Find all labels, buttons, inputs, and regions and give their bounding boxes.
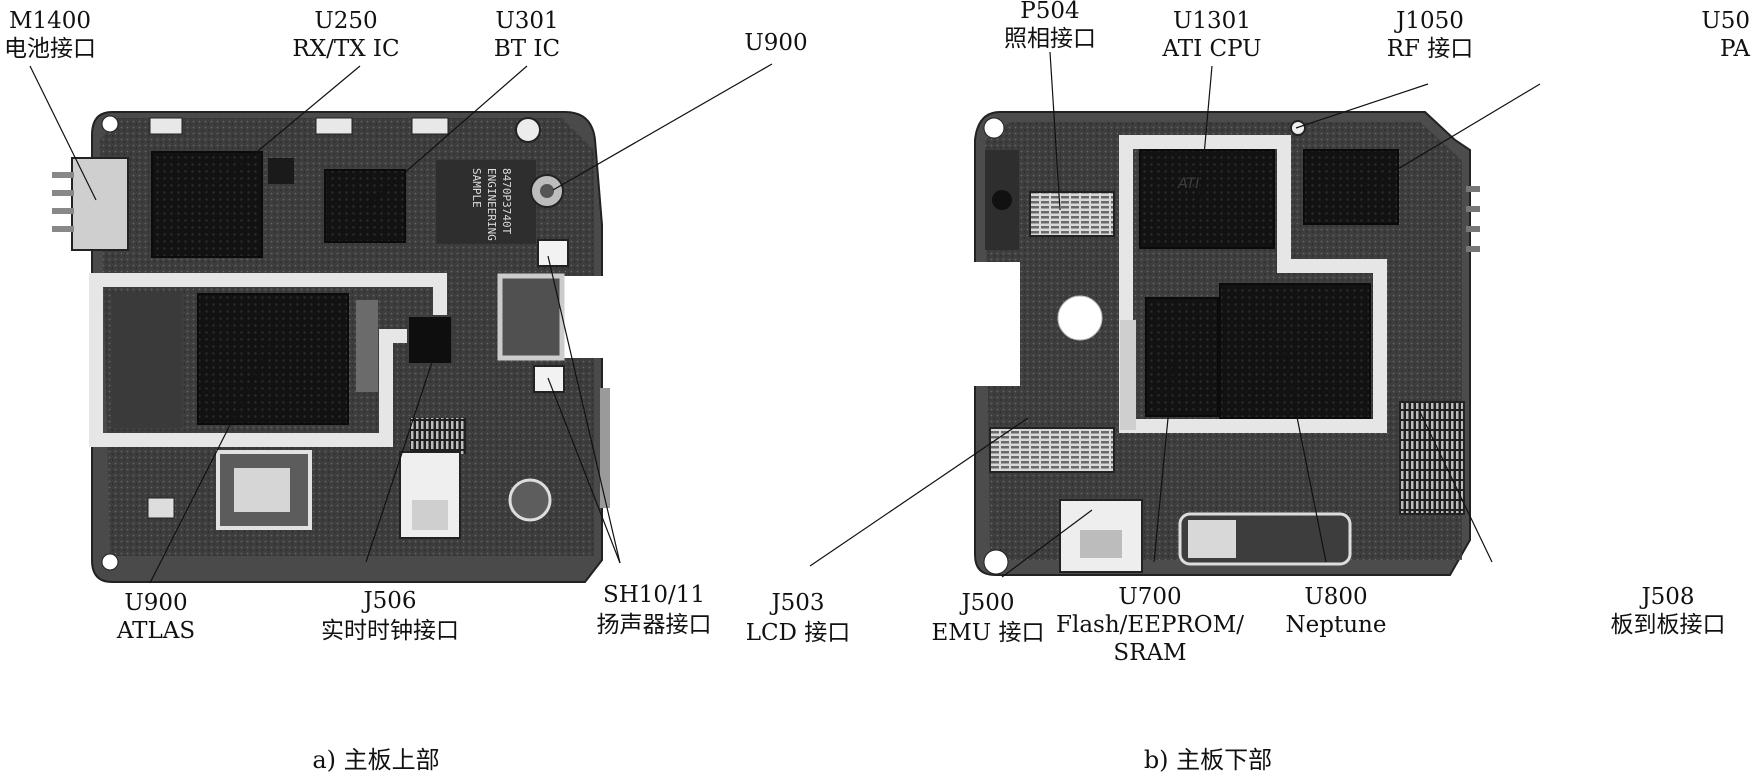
board-bottom-photo: ATI: [962, 111, 1480, 576]
p504-connector: [1029, 191, 1115, 237]
label-u900-atlas-desc: ATLAS: [116, 618, 195, 644]
leader-u301: [361, 65, 528, 211]
leader-j506: [365, 355, 435, 563]
board-marking-ati: ATI: [1177, 176, 1199, 192]
label-j500-desc: EMU 接口: [931, 620, 1044, 646]
label-u250-id: U250: [314, 8, 377, 34]
label-sh1011-id: SH10/11: [603, 582, 705, 608]
label-u301-id: U301: [495, 8, 558, 34]
leader-u900-top: [552, 63, 773, 191]
caption-panel-a: a) 主板上部: [312, 746, 439, 774]
label-u700-desc: Flash/EEPROM/: [1056, 612, 1244, 638]
speaker-contact-2: [533, 365, 565, 393]
label-u301-desc: BT IC: [494, 36, 560, 62]
j503-lcd-connector: [989, 427, 1115, 473]
leader-u250: [203, 65, 361, 197]
label-sh1011-desc: 扬声器接口: [597, 612, 712, 638]
label-p504-desc: 照相接口: [1004, 26, 1096, 52]
leader-u800: [1281, 341, 1327, 563]
leader-j500: [1001, 509, 1093, 578]
leader-lines: [29, 51, 1541, 584]
u50x-pa-chip: [1303, 149, 1399, 225]
board-marking-engineering: ENGINEERING: [485, 168, 498, 241]
u1301-cpu-chip: [1139, 149, 1275, 249]
label-j503-id: J503: [769, 590, 824, 616]
leader-u900-atlas: [149, 345, 271, 584]
label-u700-desc2: SRAM: [1113, 640, 1186, 666]
u301-chip: [324, 169, 406, 243]
label-u50x-id: U50: [1701, 8, 1750, 34]
speaker-contact-1: [537, 239, 569, 267]
label-j500-id: J500: [959, 590, 1014, 616]
label-j506-id: J506: [361, 588, 416, 614]
label-m1400-id: M1400: [9, 8, 91, 34]
label-m1400-desc: 电池接口: [4, 36, 96, 62]
leader-m1400: [29, 65, 97, 201]
leader-p504: [1049, 51, 1061, 211]
label-u700-id: U700: [1118, 584, 1181, 610]
j508-b2b-connector: [1399, 401, 1465, 515]
leader-u700: [1153, 335, 1177, 563]
label-u900-top-id: U900: [744, 30, 807, 56]
u900-atlas-chip: [197, 293, 349, 425]
label-u800-id: U800: [1304, 584, 1367, 610]
leader-u1301: [1199, 65, 1213, 201]
battery-connector: [71, 157, 129, 251]
leader-j1050: [1295, 83, 1429, 129]
leader-u50x: [1355, 83, 1541, 195]
label-j506-desc: 实时时钟接口: [321, 618, 459, 644]
label-j508-id: J508: [1639, 584, 1694, 610]
u700-memory-chip: [1145, 297, 1219, 417]
leader-sh11: [547, 377, 621, 564]
board-top-photo: ENGINEERING SAMPLE 8470P3740T: [52, 111, 610, 583]
label-j503-desc: LCD 接口: [746, 620, 851, 646]
leader-j503: [809, 417, 1029, 567]
board-marking-sample: SAMPLE: [470, 168, 483, 208]
labels-panel-b: P504 照相接口 U1301 ATI CPU J1050 RF 接口 U50 …: [746, 0, 1751, 774]
label-u800-desc: Neptune: [1286, 612, 1387, 638]
label-u900-atlas-id: U900: [124, 590, 187, 616]
u800-neptune-chip: [1219, 283, 1371, 419]
label-u1301-id: U1301: [1173, 8, 1251, 34]
label-u50x-desc: PA: [1720, 36, 1750, 62]
u250-chip: [151, 151, 263, 258]
board-marking-partno: 8470P3740T: [500, 168, 513, 235]
label-p504-id: P504: [1020, 0, 1079, 24]
label-j1050-id: J1050: [1394, 8, 1464, 34]
caption-panel-b: b) 主板下部: [1144, 746, 1272, 774]
label-j1050-desc: RF 接口: [1387, 36, 1474, 62]
leader-j508: [1419, 411, 1493, 563]
j1050-rf-connector: [1290, 120, 1306, 136]
label-u1301-desc: ATI CPU: [1161, 36, 1261, 62]
label-u250-desc: RX/TX IC: [292, 36, 399, 62]
leader-sh10: [547, 255, 621, 564]
labels-panel-a: M1400 电池接口 U250 RX/TX IC U301 BT IC U900…: [4, 8, 808, 774]
label-j508-desc: 板到板接口: [1611, 612, 1726, 638]
j506-connector: [407, 315, 453, 365]
